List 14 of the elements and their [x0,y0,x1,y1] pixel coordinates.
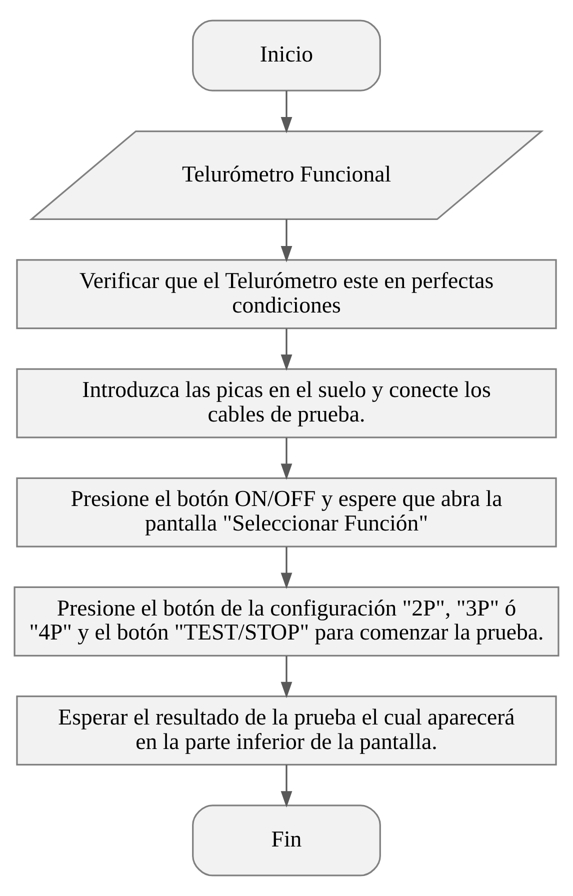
arrow [280,438,292,480]
node-box: Presione el botón ON/OFF y espere que abra la pantalla "Seleccionar Función" [16,477,557,548]
node-box: Fin [192,804,381,876]
arrow [280,764,292,808]
node-box: Presione el botón de la configuración "2P", "3P" ó "4P" y el botón "TEST/STOP" para comenzar la prueba. [14,586,560,656]
node-box: Esperar el resultado de la prueba el cual aparecerá en la parte inferior de la pantalla. [16,696,557,766]
node-box: Verificar que el Telurómetro este en perfectas condiciones [16,259,557,330]
arrow [280,90,292,134]
node-box: Inicio [192,20,381,92]
arrow [280,656,292,698]
arrow [280,219,292,262]
arrow [280,328,292,371]
node-box: Introduzca las picas en el suelo y conecte los cables de prueba. [16,368,557,438]
arrow [280,546,292,590]
